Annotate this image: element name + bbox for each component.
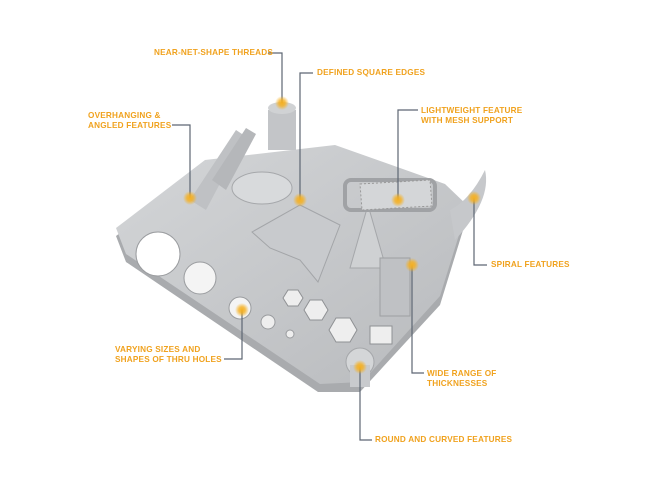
callout-markers [183,96,481,374]
leader-overhanging [172,124,191,198]
leader-thru-holes [224,310,243,360]
leader-thicknesses [411,265,424,374]
callout-leaders [172,52,487,441]
leader-square-edges [299,72,313,200]
label-overhanging: OVERHANGING &ANGLED FEATURES [88,111,172,130]
leader-lightweight [397,109,418,200]
label-threads: NEAR-NET-SHAPE THREADS [154,48,274,57]
label-square-edges: DEFINED SQUARE EDGES [317,68,426,77]
leader-spiral [473,198,487,266]
label-round: ROUND AND CURVED FEATURES [375,435,513,444]
leader-round [359,367,372,441]
label-spiral: SPIRAL FEATURES [491,260,570,269]
printed-part [116,102,487,392]
leader-threads [268,52,283,103]
